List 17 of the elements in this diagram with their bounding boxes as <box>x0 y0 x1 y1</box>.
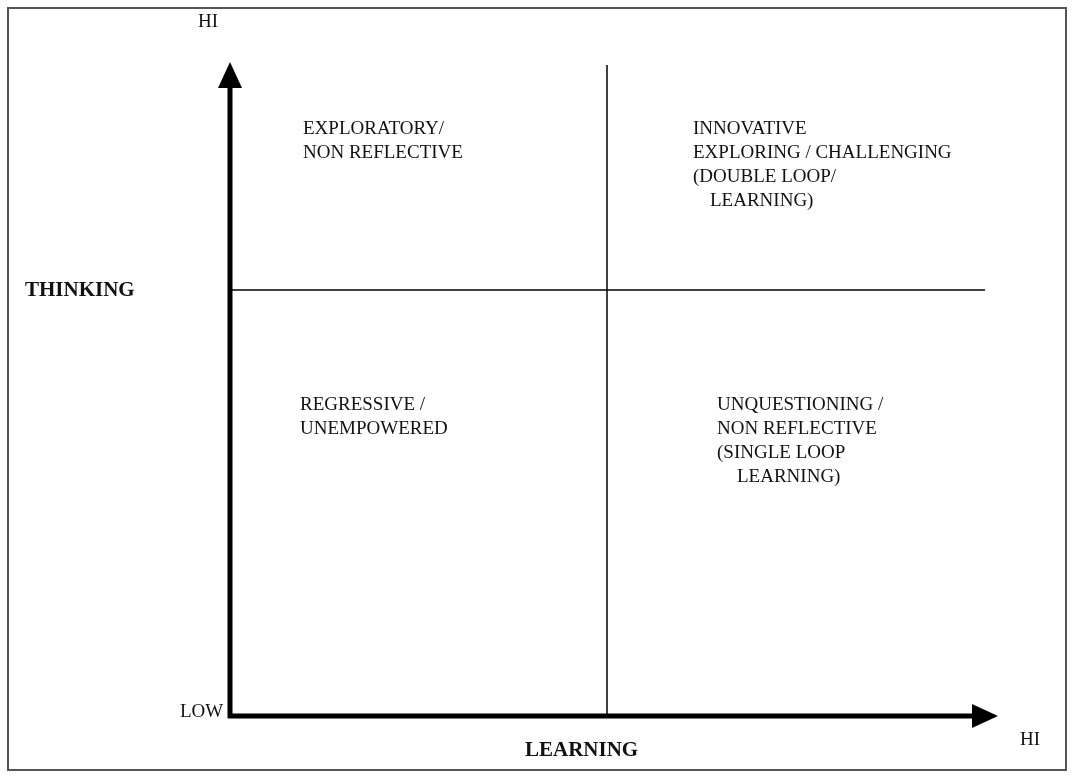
axis-title: THINKING <box>25 278 135 300</box>
axis-title: LEARNING <box>525 738 639 760</box>
quadrant-label: REGRESSIVE / <box>300 393 426 415</box>
quadrant-label: NON REFLECTIVE <box>303 141 463 163</box>
quadrant-label: NON REFLECTIVE <box>717 417 877 439</box>
quadrant-label: LEARNING) <box>710 189 814 211</box>
axis-end-label: HI <box>198 10 219 32</box>
quadrant-label: EXPLORATORY/ <box>303 117 445 139</box>
quadrant-label: UNQUESTIONING / <box>717 393 884 415</box>
axis-end-label: LOW <box>180 700 224 722</box>
quadrant-label: UNEMPOWERED <box>300 417 448 439</box>
quadrant-label: EXPLORING / CHALLENGING <box>693 141 952 163</box>
axis-end-label: HI <box>1020 728 1041 750</box>
quadrant-label: LEARNING) <box>737 465 841 487</box>
quadrant-label: INNOVATIVE <box>693 117 807 139</box>
quadrant-label: (SINGLE LOOP <box>717 441 846 463</box>
quadrant-label: (DOUBLE LOOP/ <box>693 165 837 187</box>
